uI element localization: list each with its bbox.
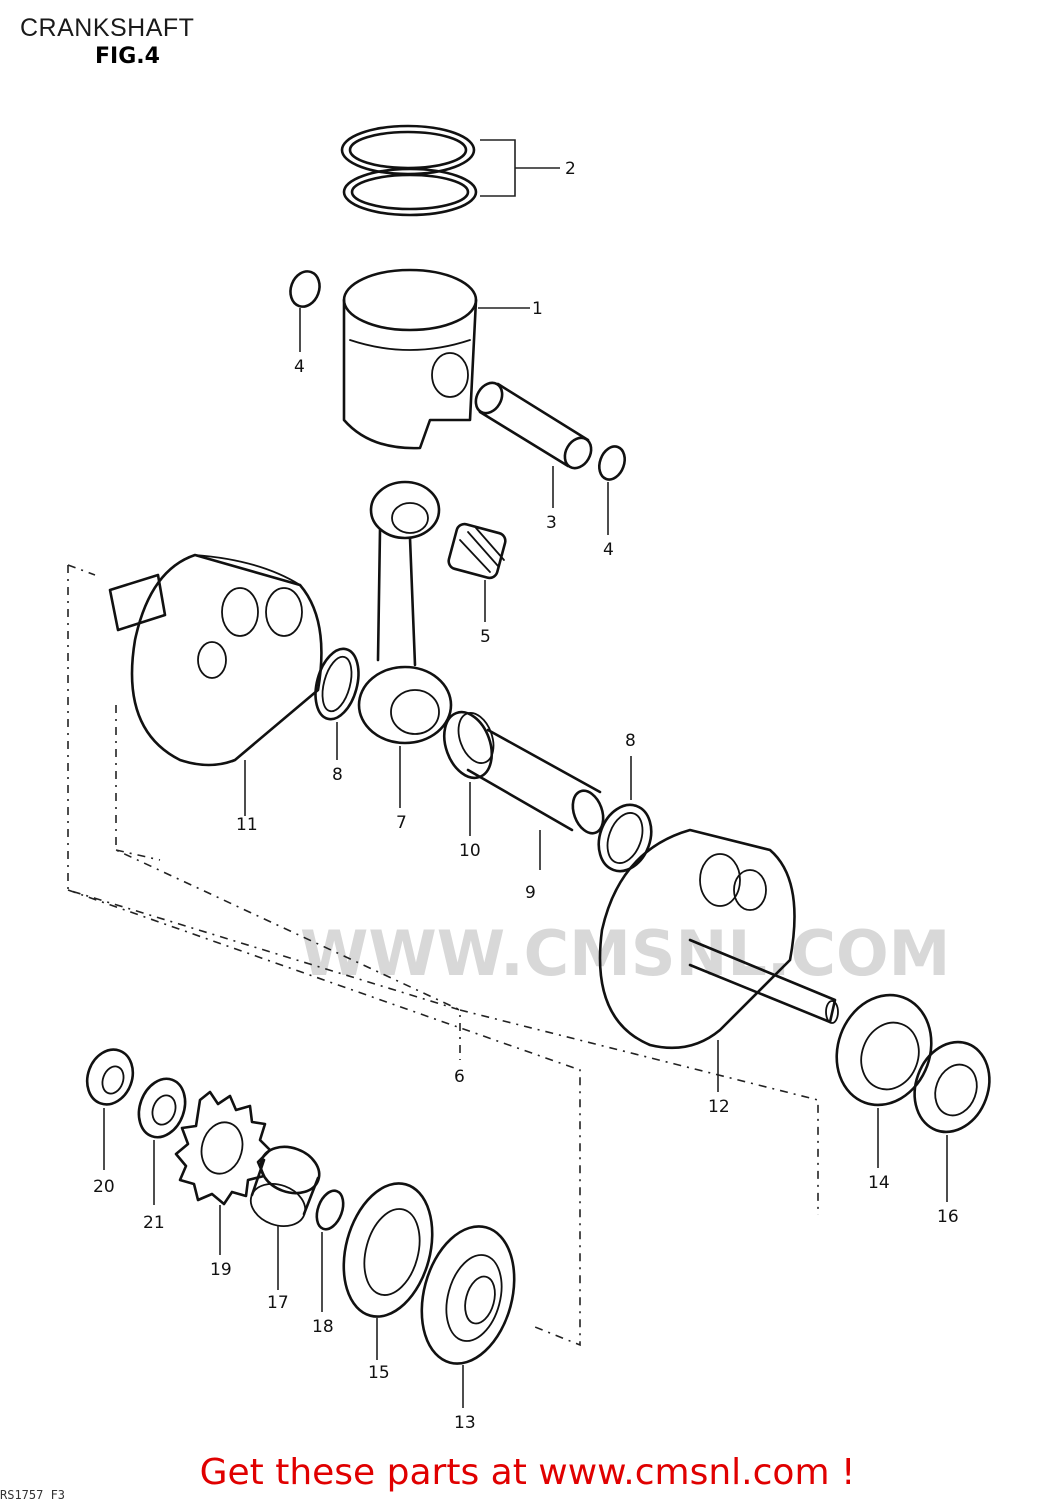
callout-8-right: 8 [625, 731, 636, 751]
callout-3: 3 [546, 513, 557, 533]
right-bearing-part [835, 993, 933, 1168]
callout-2: 2 [565, 159, 576, 179]
callout-4-left: 4 [294, 357, 305, 377]
assembly-bracket-lines [67, 564, 819, 1347]
callout-11: 11 [236, 815, 258, 835]
left-bearing-part [342, 1182, 434, 1360]
left-flywheel-part [108, 553, 323, 816]
callout-6: 6 [454, 1067, 465, 1087]
piston-part [342, 268, 530, 450]
washer-part [137, 1077, 187, 1205]
callout-20: 20 [93, 1177, 115, 1197]
callout-17: 17 [267, 1293, 289, 1313]
o-ring-part [315, 1189, 345, 1312]
callout-14: 14 [868, 1173, 890, 1193]
callout-1: 1 [532, 299, 543, 319]
thrust-washer-right-part [597, 756, 653, 873]
page-title: CRANKSHAFT [20, 14, 195, 42]
callout-21: 21 [143, 1213, 165, 1233]
callout-8-left: 8 [332, 765, 343, 785]
callout-10: 10 [459, 841, 481, 861]
circlip-right-part [598, 445, 626, 535]
watermark-text: WWW.CMSNL.COM [300, 917, 950, 990]
thrust-washer-left-part [314, 647, 360, 760]
right-flywheel-part [598, 828, 839, 1092]
callout-4-right: 4 [603, 540, 614, 560]
callout-12: 12 [708, 1097, 730, 1117]
drive-gear-part [174, 1090, 272, 1255]
callout-labels: 1 2 3 4 4 5 6 7 8 8 9 10 11 12 13 14 15 … [93, 159, 959, 1433]
callout-15: 15 [368, 1363, 390, 1383]
callout-5: 5 [480, 627, 491, 647]
cmsnl-link[interactable]: Get these parts at www.cmsnl.com ! [199, 1452, 856, 1493]
circlip-left-part [289, 270, 321, 352]
main-bearing-part [420, 1225, 516, 1408]
figure-label: FIG.4 [95, 44, 160, 69]
right-oil-seal-part [913, 1040, 991, 1202]
piston-rings-part [340, 124, 560, 217]
connecting-rod-part [357, 480, 453, 808]
callout-9: 9 [525, 883, 536, 903]
callout-18: 18 [312, 1317, 334, 1337]
callout-16: 16 [937, 1207, 959, 1227]
callout-13: 13 [454, 1413, 476, 1433]
piston-pin-part [474, 381, 593, 508]
crank-pin-part [466, 728, 605, 870]
diagram-code: RS1757 F3 [0, 1488, 66, 1502]
small-end-bearing-part [447, 522, 507, 622]
nut-part [85, 1048, 135, 1170]
callout-7: 7 [396, 813, 407, 833]
callout-19: 19 [210, 1260, 232, 1280]
spacer-part [249, 1145, 321, 1290]
